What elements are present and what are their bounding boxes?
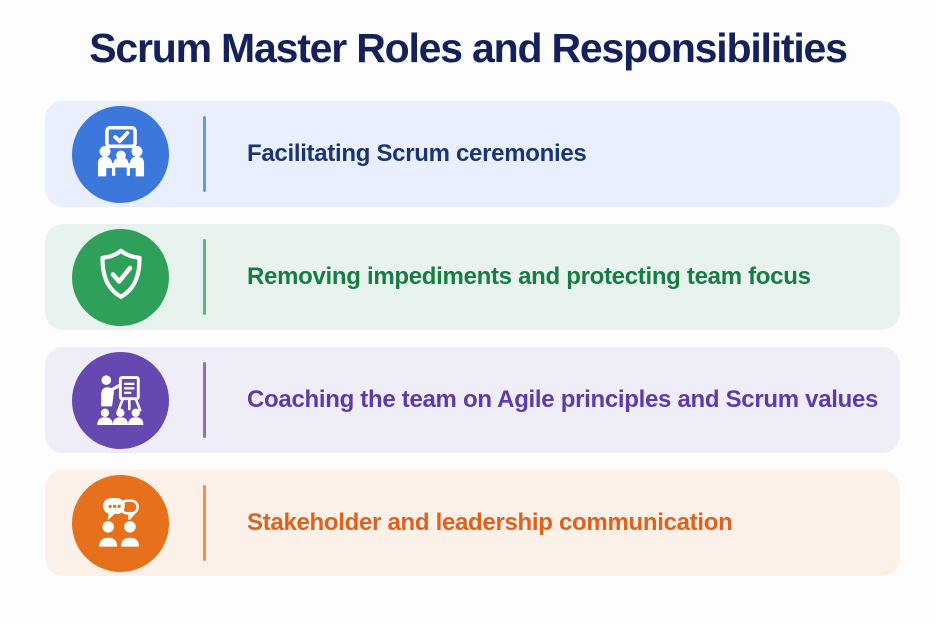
role-label: Removing impediments and protecting team… bbox=[247, 263, 811, 291]
communication-icon bbox=[72, 474, 169, 572]
divider-line bbox=[203, 362, 206, 439]
role-row-communication: Stakeholder and leadership communication bbox=[45, 470, 900, 577]
divider-line bbox=[203, 239, 206, 316]
role-row-coaching: Coaching the team on Agile principles an… bbox=[45, 347, 900, 454]
role-row-ceremonies: Facilitating Scrum ceremonies bbox=[45, 101, 900, 208]
meeting-icon bbox=[72, 105, 169, 203]
role-label: Facilitating Scrum ceremonies bbox=[247, 140, 587, 168]
page-title: Scrum Master Roles and Responsibilities bbox=[89, 25, 848, 71]
shield-check-icon bbox=[72, 228, 169, 326]
divider-line bbox=[203, 485, 206, 562]
role-label: Coaching the team on Agile principles an… bbox=[247, 386, 879, 414]
role-row-impediments: Removing impediments and protecting team… bbox=[45, 224, 900, 331]
coaching-presentation-icon bbox=[72, 351, 169, 449]
role-label: Stakeholder and leadership communication bbox=[247, 509, 733, 537]
divider-line bbox=[203, 116, 206, 193]
role-list: Facilitating Scrum ceremonies Removing i… bbox=[0, 72, 936, 577]
